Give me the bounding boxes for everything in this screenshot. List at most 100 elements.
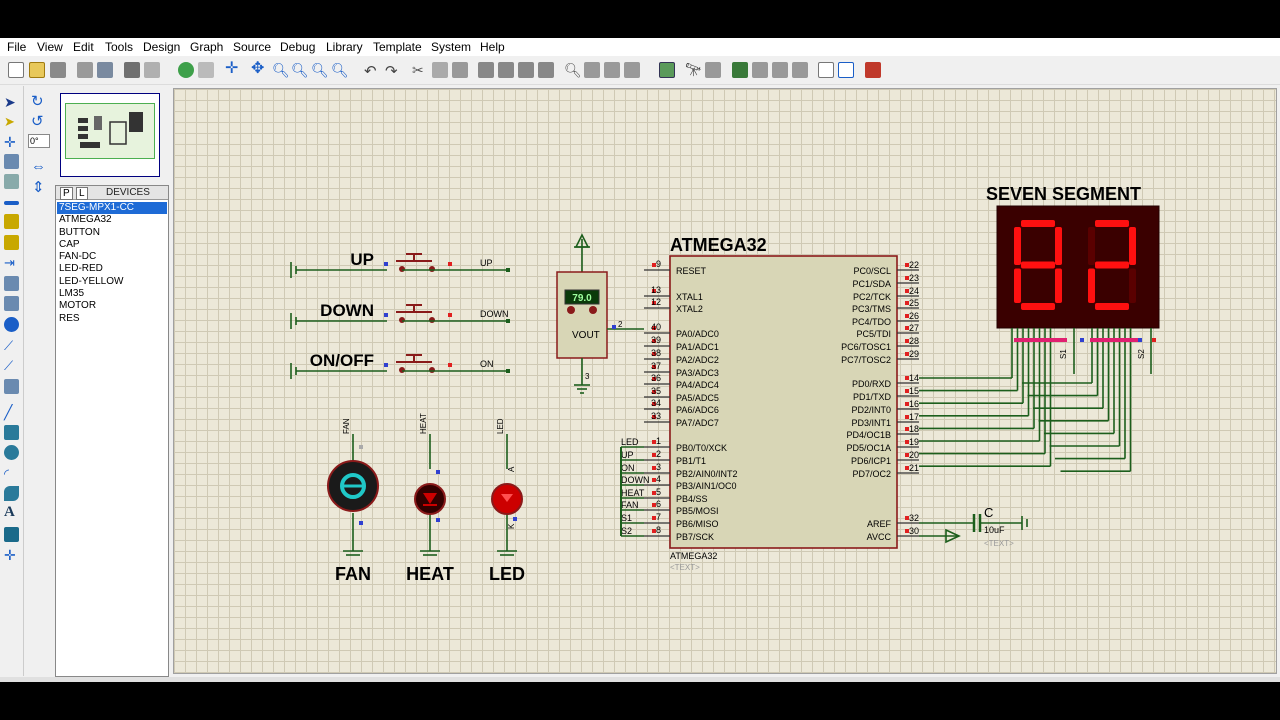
device-item[interactable]: ATMEGA32 [59, 214, 112, 226]
packaging-icon[interactable] [604, 62, 620, 78]
ares-icon[interactable] [865, 62, 881, 78]
library-manager-button[interactable]: L [76, 187, 88, 200]
terminals-icon[interactable] [4, 235, 19, 250]
button-label: UP [350, 250, 374, 269]
device-item[interactable]: BUTTON [59, 226, 100, 238]
junction-dot-icon[interactable]: ✛ [4, 134, 16, 150]
pick-device-icon[interactable]: 🔍︎ [564, 62, 582, 78]
new-file-icon[interactable] [8, 62, 24, 78]
paste-icon[interactable] [452, 62, 468, 78]
redo-icon[interactable]: ↷ [385, 63, 398, 80]
buses-icon[interactable] [4, 201, 19, 205]
text-tool-icon[interactable]: A [4, 504, 15, 520]
component-mode-icon[interactable]: ➤ [4, 114, 15, 129]
menu-help[interactable]: Help [480, 40, 505, 54]
mcu-pin-name: PA2/ADC2 [676, 355, 719, 365]
device-item[interactable]: FAN-DC [59, 251, 97, 263]
menu-design[interactable]: Design [143, 40, 181, 54]
open-folder-icon[interactable] [29, 62, 45, 78]
netlist-icon[interactable] [818, 62, 834, 78]
generator-mode-icon[interactable] [4, 317, 19, 332]
zoom-in-icon[interactable]: 🔍︎ [272, 62, 290, 78]
block-delete-icon[interactable] [538, 62, 554, 78]
remove-sheet-icon[interactable] [752, 62, 768, 78]
device-item[interactable]: MOTOR [59, 300, 97, 312]
device-item[interactable]: LED-YELLOW [59, 275, 124, 287]
bill-of-materials-icon[interactable] [792, 62, 808, 78]
export-icon[interactable] [97, 62, 113, 78]
device-pins-icon[interactable]: ⇥ [4, 255, 15, 270]
mcu-pin-name: PD6/ICP1 [851, 456, 891, 466]
device-item[interactable]: 7SEG-MPX1-CC [57, 202, 167, 215]
device-item[interactable]: RES [59, 312, 80, 324]
menu-edit[interactable]: Edit [73, 40, 94, 54]
virtual-instruments-icon[interactable] [4, 379, 19, 394]
pin-marker [905, 376, 909, 380]
zoom-all-icon[interactable]: 🔍︎ [311, 62, 329, 78]
voltage-probe-icon[interactable]: ⟋ [4, 338, 14, 353]
current-probe-icon[interactable]: ⟋ [4, 358, 14, 373]
text-script-icon[interactable] [4, 174, 19, 189]
origin-icon[interactable]: ✛ [225, 60, 239, 77]
block-move-icon[interactable] [498, 62, 514, 78]
wire-label-icon[interactable] [4, 154, 19, 169]
copy-icon[interactable] [432, 62, 448, 78]
pan-icon[interactable]: ✥ [251, 60, 265, 77]
menu-library[interactable]: Library [326, 40, 363, 54]
pin-marker [652, 289, 656, 293]
print-icon[interactable] [124, 62, 140, 78]
box-tool-icon[interactable] [4, 425, 19, 440]
import-icon[interactable] [77, 62, 93, 78]
menu-graph[interactable]: Graph [190, 40, 224, 54]
block-rotate-icon[interactable] [518, 62, 534, 78]
overview-window[interactable] [60, 93, 160, 177]
button-contact [399, 266, 405, 272]
menu-file[interactable]: File [7, 40, 27, 54]
rotate-ccw-icon[interactable]: ↺ [31, 113, 44, 130]
property-assign-icon[interactable] [705, 62, 721, 78]
device-item[interactable]: CAP [59, 238, 80, 250]
symbol-tool-icon[interactable] [4, 527, 19, 542]
decompose-icon[interactable] [624, 62, 640, 78]
pick-devices-button[interactable]: P [60, 187, 73, 200]
wire-autorouter-icon[interactable] [659, 62, 675, 78]
menu-template[interactable]: Template [373, 40, 422, 54]
make-device-icon[interactable] [584, 62, 600, 78]
path-tool-icon[interactable] [4, 486, 19, 501]
undo-icon[interactable]: ↶ [364, 63, 377, 80]
menu-source[interactable]: Source [233, 40, 272, 54]
electrical-rules-icon[interactable] [838, 62, 854, 78]
line-tool-icon[interactable]: ╱ [4, 404, 13, 420]
menu-view[interactable]: View [37, 40, 63, 54]
cut-icon[interactable]: ✂ [412, 62, 424, 78]
marker-tool-icon[interactable]: ✛ [4, 547, 16, 563]
menu-debug[interactable]: Debug [280, 40, 316, 54]
graph-mode-icon[interactable] [4, 276, 19, 291]
tape-recorder-icon[interactable] [4, 296, 19, 311]
subcircuit-icon[interactable] [4, 214, 19, 229]
mirror-horizontal-icon[interactable]: ⇔ [31, 158, 46, 175]
zoom-out-icon[interactable]: 🔍︎ [291, 62, 309, 78]
selection-mode-icon[interactable]: ➤ [4, 94, 16, 110]
device-item[interactable]: LED-RED [59, 263, 103, 275]
search-icon[interactable]: 🔭︎ [685, 62, 702, 77]
exit-to-parent-icon[interactable] [772, 62, 788, 78]
circle-tool-icon[interactable] [4, 445, 19, 460]
mcu-pin-name: PD3/INT1 [851, 418, 891, 428]
refresh-icon[interactable] [178, 62, 194, 78]
grid-icon[interactable] [198, 62, 214, 78]
menu-tools[interactable]: Tools [105, 40, 134, 54]
menu-system[interactable]: System [431, 40, 472, 54]
rotation-angle-field[interactable]: 0° [28, 134, 50, 148]
new-sheet-icon[interactable] [732, 62, 748, 78]
device-item[interactable]: LM35 [59, 288, 85, 300]
save-icon[interactable] [50, 62, 66, 78]
print-area-icon[interactable] [144, 62, 160, 78]
rotate-cw-icon[interactable]: ↻ [31, 93, 44, 110]
arc-tool-icon[interactable]: ◜ [4, 466, 10, 481]
mirror-vertical-icon[interactable]: ⇕ [32, 179, 45, 196]
zoom-area-icon[interactable]: 🔍︎ [331, 62, 349, 78]
block-copy-icon[interactable] [478, 62, 494, 78]
mcu-pin-name: XTAL1 [676, 292, 703, 302]
